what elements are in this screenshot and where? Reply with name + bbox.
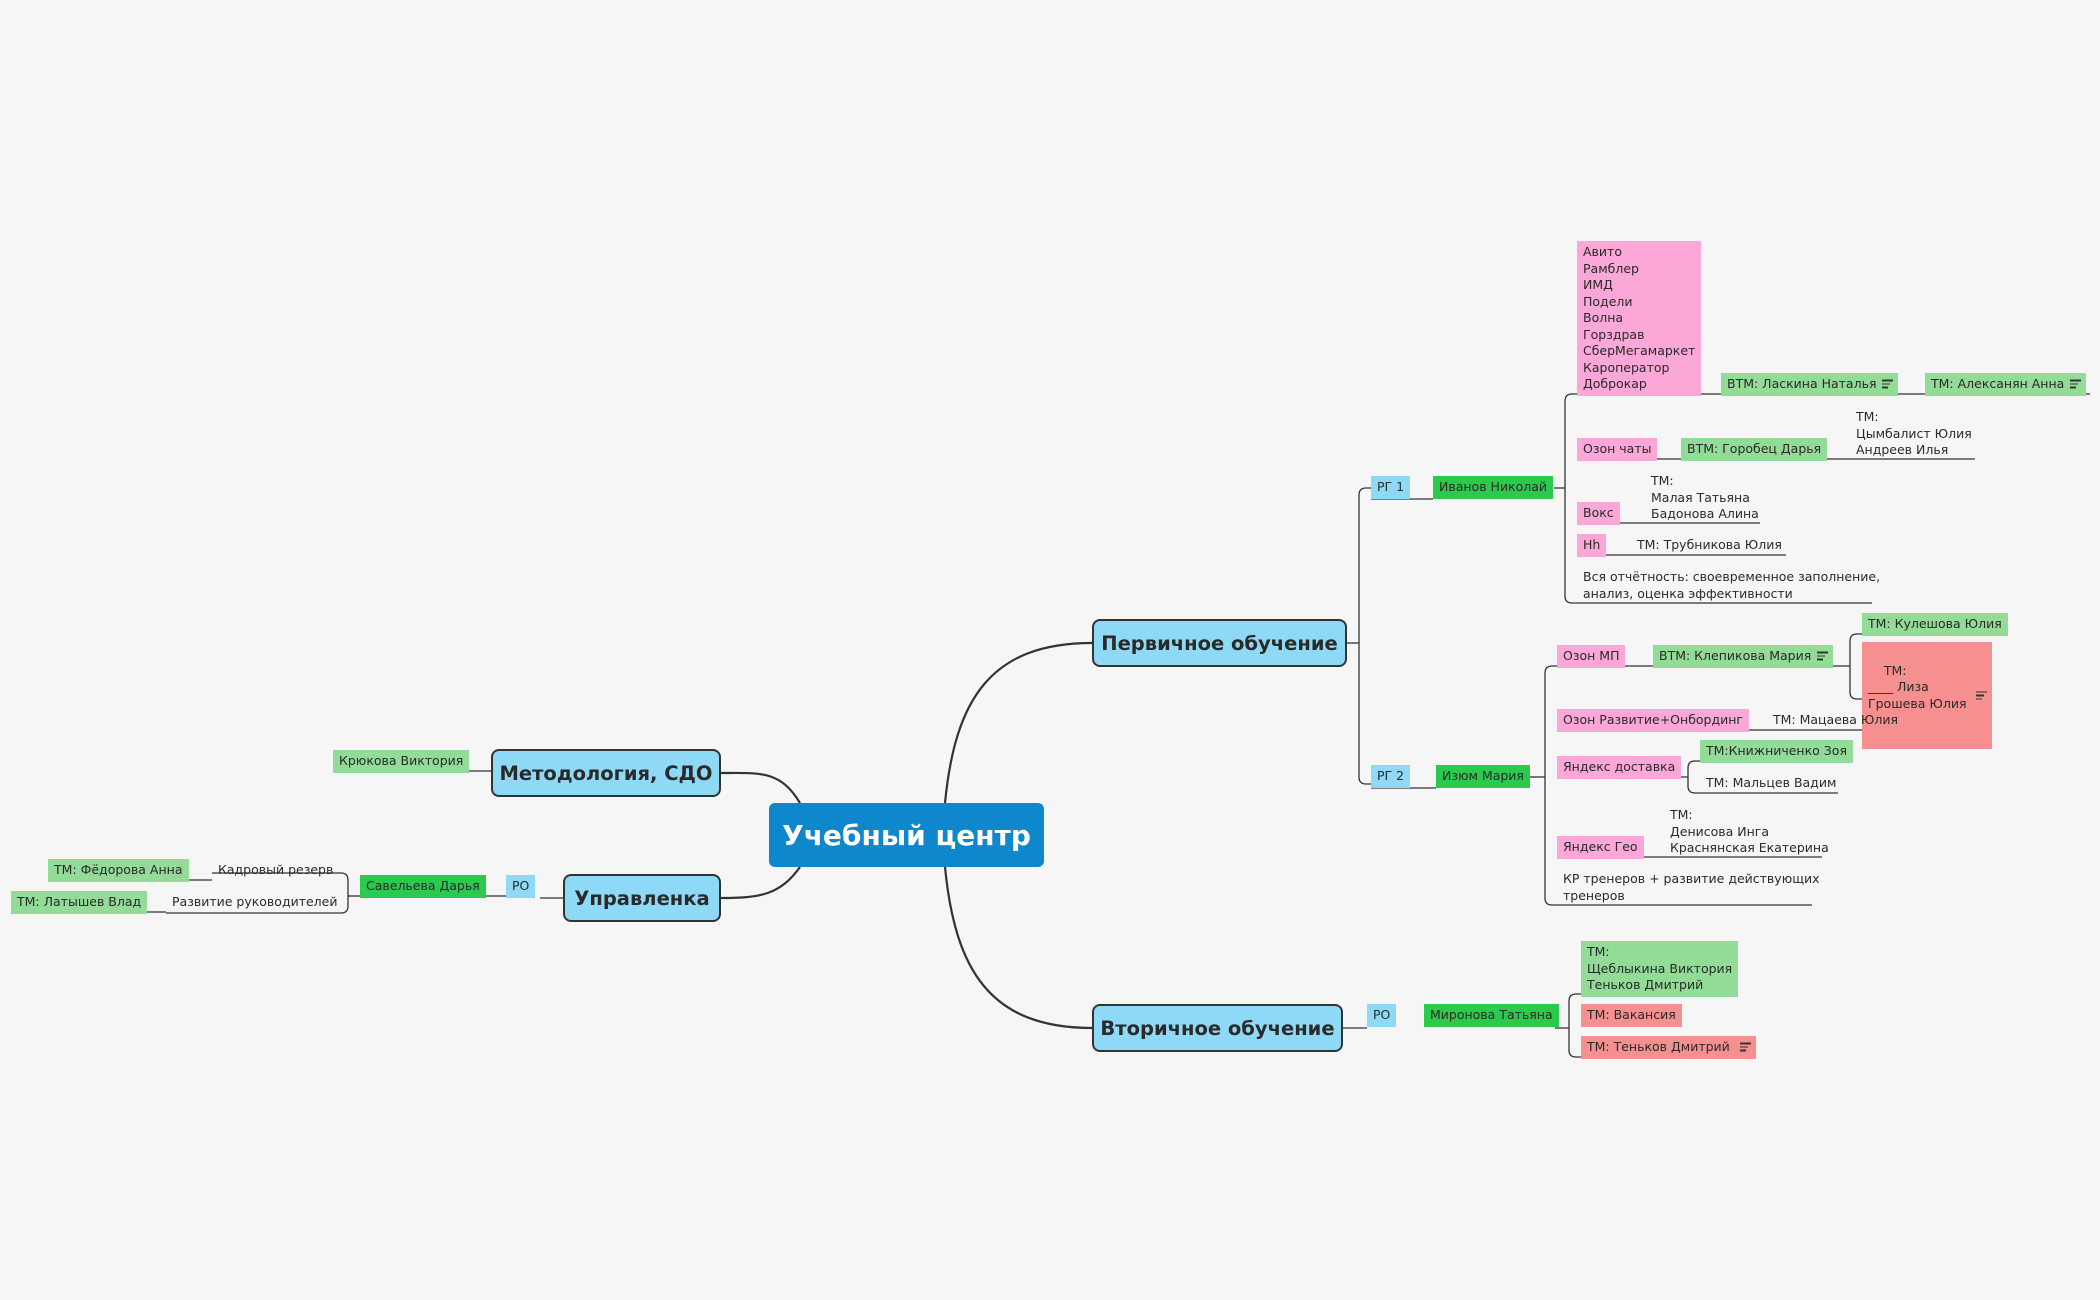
project-voks[interactable]: Вокс	[1577, 502, 1620, 525]
connector-line	[1564, 393, 1577, 604]
management-ro[interactable]: РО	[506, 875, 536, 898]
topic-primary-training[interactable]: Первичное обучение	[1092, 619, 1347, 667]
tm-latyshev[interactable]: ТМ: Латышев Влад	[11, 891, 148, 914]
project-yandex-delivery[interactable]: Яндекс доставка	[1557, 756, 1682, 779]
tm-malaya[interactable]: ТМ: Малая Татьяна Бадонова Алина	[1651, 473, 1759, 521]
group-rg2[interactable]: РГ 2	[1371, 765, 1411, 788]
project-ozon-mp[interactable]: Озон МП	[1557, 645, 1626, 668]
connector-line	[1849, 633, 1862, 700]
project-ozon-development[interactable]: Озон Развитие+Онбординг	[1557, 709, 1749, 732]
connector-line	[943, 866, 1093, 1030]
trainers-development[interactable]: КР тренеров + развитие действующих трене…	[1563, 871, 1820, 903]
tm-aleksanyan-label: ТМ: Алексанян Анна	[1931, 376, 2065, 391]
vtm-gorobets[interactable]: ВТМ: Горобец Дарья	[1681, 438, 1828, 461]
tm-vacancy[interactable]: ТМ: Вакансия	[1581, 1004, 1682, 1027]
tm-vacancy-grosheva-label: ТМ: ____ Лиза Грошева Юлия	[1868, 662, 1967, 711]
secondary-ro[interactable]: РО	[1367, 1004, 1397, 1027]
tm-tenkov-label: ТМ: Теньков Дмитрий	[1587, 1039, 1730, 1054]
notes-icon[interactable]	[1739, 1042, 1751, 1052]
tm-kuleshova[interactable]: ТМ: Кулешова Юлия	[1862, 613, 2008, 636]
topic-methodology[interactable]: Методология, СДО	[491, 749, 721, 797]
notes-icon[interactable]	[2070, 379, 2082, 389]
tm-tenkov[interactable]: ТМ: Теньков Дмитрий	[1581, 1036, 1756, 1059]
manager-development[interactable]: Развитие руководителей	[172, 894, 338, 909]
project-list-rg1[interactable]: Авито Рамблер ИМД Подели Волна Горздрав …	[1577, 241, 1702, 396]
tm-tsymbalist[interactable]: ТМ: Цымбалист Юлия Андреев Илья	[1856, 409, 1972, 457]
connector-line	[720, 866, 801, 900]
notes-icon[interactable]	[1882, 379, 1894, 389]
tm-vacancy-grosheva[interactable]: ТМ: ____ Лиза Грошева Юлия	[1862, 642, 1993, 749]
connector-line	[1544, 665, 1557, 906]
manager-management[interactable]: Савельева Дарья	[360, 875, 486, 898]
connector-line	[720, 771, 801, 804]
manager-rg1[interactable]: Иванов Николай	[1433, 476, 1554, 499]
vtm-klepikova[interactable]: ВТМ: Клепикова Мария	[1653, 645, 1834, 668]
connector-line	[166, 880, 349, 914]
tm-trubnikova[interactable]: ТМ: Трубникова Юлия	[1637, 537, 1782, 552]
tm-shcheblykina[interactable]: ТМ: Щеблыкина Виктория Теньков Дмитрий	[1581, 941, 1739, 997]
reporting-task[interactable]: Вся отчётность: своевременное заполнение…	[1583, 569, 1881, 601]
connector-line	[1358, 487, 1371, 785]
person-kryukova[interactable]: Крюкова Виктория	[333, 750, 470, 773]
group-rg1[interactable]: РГ 1	[1371, 476, 1411, 499]
connector-line	[1687, 760, 1700, 794]
manager-secondary[interactable]: Миронова Татьяна	[1424, 1004, 1559, 1027]
tm-matsaeva[interactable]: ТМ: Мацаева Юлия	[1773, 712, 1899, 727]
tm-knizhnichenko[interactable]: ТМ:Книжниченко Зоя	[1700, 740, 1853, 763]
connector-line	[943, 641, 1093, 804]
vtm-laskina[interactable]: ВТМ: Ласкина Наталья	[1721, 373, 1899, 396]
topic-management[interactable]: Управленка	[563, 874, 721, 922]
vtm-klepikova-label: ВТМ: Клепикова Мария	[1659, 648, 1812, 663]
tm-denisova[interactable]: ТМ: Денисова Инга Краснянская Екатерина	[1670, 807, 1829, 855]
root-topic[interactable]: Учебный центр	[769, 803, 1044, 867]
notes-icon[interactable]	[1976, 691, 1988, 700]
notes-icon[interactable]	[1817, 651, 1829, 661]
tm-aleksanyan[interactable]: ТМ: Алексанян Анна	[1925, 373, 2087, 396]
connector-line	[212, 872, 349, 881]
tm-fedorova[interactable]: ТМ: Фёдорова Анна	[48, 859, 189, 882]
personnel-reserve[interactable]: Кадровый резерв	[218, 862, 334, 877]
project-yandex-geo[interactable]: Яндекс Гео	[1557, 836, 1644, 859]
manager-rg2[interactable]: Изюм Мария	[1436, 765, 1530, 788]
topic-secondary-training[interactable]: Вторичное обучение	[1092, 1004, 1343, 1052]
tm-maltsev[interactable]: ТМ: Мальцев Вадим	[1706, 775, 1837, 790]
connector-line	[1568, 993, 1581, 1058]
project-hh[interactable]: Hh	[1577, 534, 1607, 557]
project-ozon-chats[interactable]: Озон чаты	[1577, 438, 1658, 461]
vtm-laskina-label: ВТМ: Ласкина Наталья	[1727, 376, 1877, 391]
